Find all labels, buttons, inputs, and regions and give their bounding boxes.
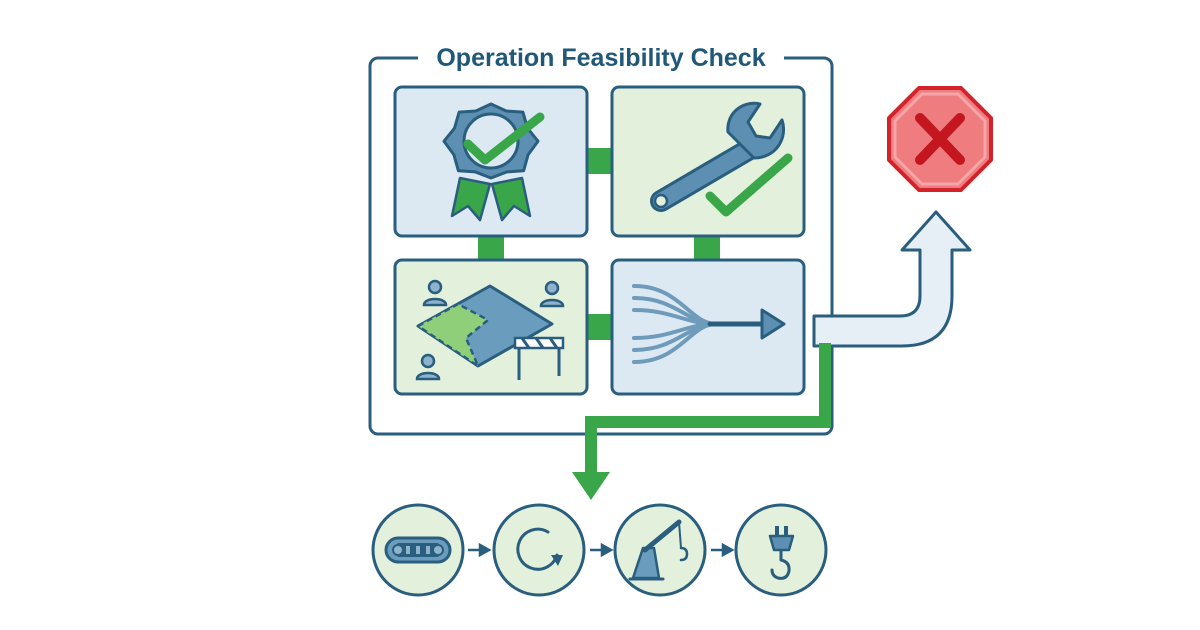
merging-flow-arrow-icon [632, 284, 786, 364]
step-circle-1 [371, 503, 465, 597]
check-panel-site-area [393, 258, 589, 396]
rotation-cycle-icon [516, 527, 563, 571]
wrench-check-icon [650, 101, 793, 217]
site-area-barrier-icon [415, 279, 565, 381]
panel-connectors [478, 148, 720, 340]
step-sequence [371, 503, 828, 597]
person-icon [415, 353, 441, 381]
step-circle-2 [492, 503, 586, 597]
lifting-hook-icon [768, 526, 795, 580]
crane-icon [628, 519, 689, 581]
certified-badge-check-icon [442, 102, 545, 222]
check-panel-certification [393, 85, 589, 238]
conveyor-belt-icon [384, 536, 452, 564]
reject-path-arrow [812, 210, 972, 348]
check-panel-tooling [610, 85, 806, 238]
person-icon [539, 280, 565, 308]
person-icon [422, 279, 448, 307]
stop-sign-x-icon [887, 86, 993, 192]
connector-right [694, 236, 720, 262]
diagram-title: Operation Feasibility Check [418, 40, 784, 76]
step-circle-3 [613, 503, 707, 597]
connector-left [478, 236, 504, 262]
proceed-path-arrow [572, 343, 831, 500]
connector-bottom [586, 314, 614, 340]
barrier [513, 336, 565, 380]
step-circle-4 [734, 503, 828, 597]
step-arrows [468, 542, 735, 558]
check-panel-flow [610, 258, 806, 396]
connector-top [586, 148, 614, 174]
